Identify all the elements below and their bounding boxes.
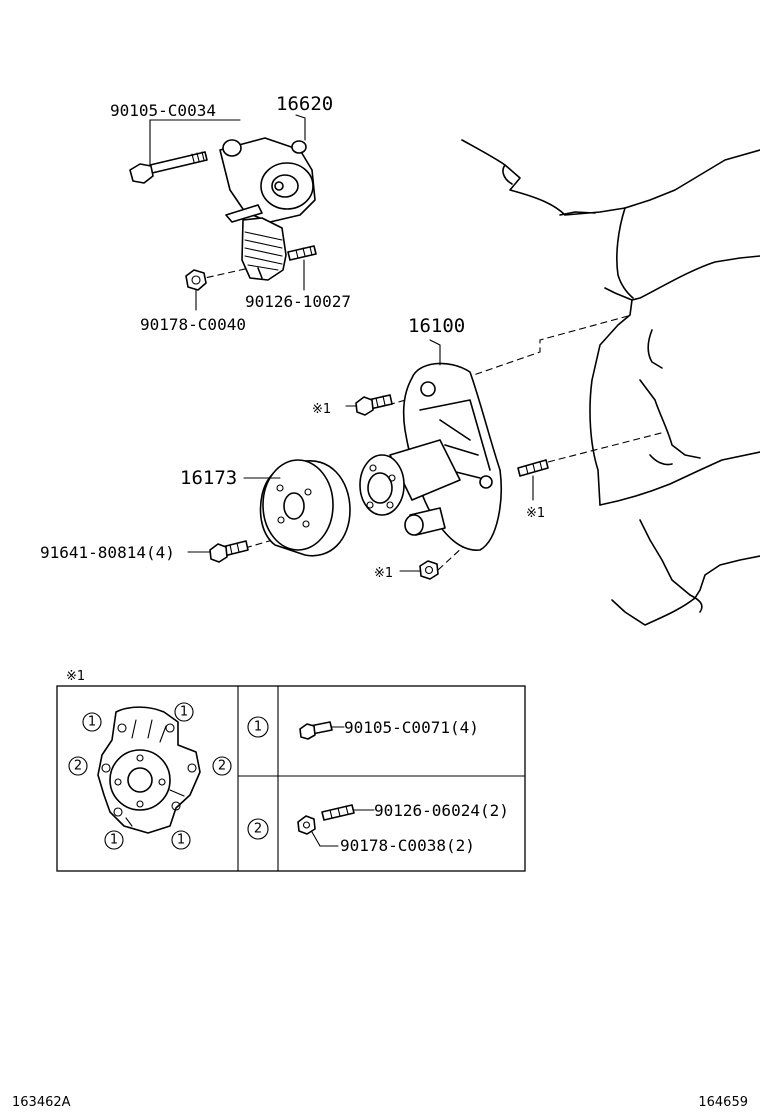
location-number: 1: [110, 833, 118, 848]
legend-part-label: 90105-C0071(4): [344, 718, 479, 737]
nut-drawing: [185, 269, 207, 291]
footer-left-code: 163462A: [12, 1095, 71, 1110]
belt-tensioner-assembly: [219, 137, 316, 281]
legend-location-markers: 1 1 2 2 1 1: [68, 702, 232, 850]
legend-box: [56, 685, 526, 872]
water-pump-assembly: [359, 362, 502, 551]
footer-right-code: 164659: [698, 1095, 748, 1110]
label-nut: 90178-C0040: [140, 315, 246, 334]
note-mark-bottom: ※1: [374, 566, 393, 581]
leader-lines: [149, 114, 534, 572]
pump-bolt-top: [355, 394, 393, 416]
pulley-bolt-drawing: [209, 540, 249, 563]
engine-block-outline: [461, 139, 760, 626]
legend-row-index: 2: [254, 822, 262, 837]
legend-part-label: 90178-C0038(2): [340, 836, 475, 855]
legend-row-2: 2 90126-06024(2) 90178-C0038(2): [247, 801, 509, 855]
location-number: 1: [180, 705, 188, 720]
location-number: 2: [74, 759, 82, 774]
label-tensioner-bolt: 90105-C0034: [110, 101, 216, 120]
legend-part-label: 90126-06024(2): [374, 801, 509, 820]
pump-nut-bottom: [419, 560, 439, 580]
legend-pump-front-view: [97, 706, 201, 834]
label-pulley-bolt: 91641-80814(4): [40, 543, 175, 562]
location-number: 2: [218, 759, 226, 774]
water-pump-pulley: [259, 459, 351, 557]
label-water-pump: 16100: [408, 315, 465, 337]
tensioner-bolt-drawing: [129, 151, 208, 184]
legend-row-1: 1 90105-C0071(4): [247, 716, 479, 740]
pump-stud-right: [517, 459, 549, 477]
location-number: 1: [177, 833, 185, 848]
note-mark-right: ※1: [526, 506, 545, 521]
legend-row-index: 1: [254, 720, 262, 735]
legend-box-title: ※1: [66, 669, 85, 684]
label-pump-pulley: 16173: [180, 467, 237, 489]
stud-bolt-drawing: [287, 245, 317, 261]
label-tensioner-assy: 16620: [276, 93, 333, 115]
note-mark-top: ※1: [312, 402, 331, 417]
label-stud-bolt: 90126-10027: [245, 292, 351, 311]
location-number: 1: [88, 715, 96, 730]
